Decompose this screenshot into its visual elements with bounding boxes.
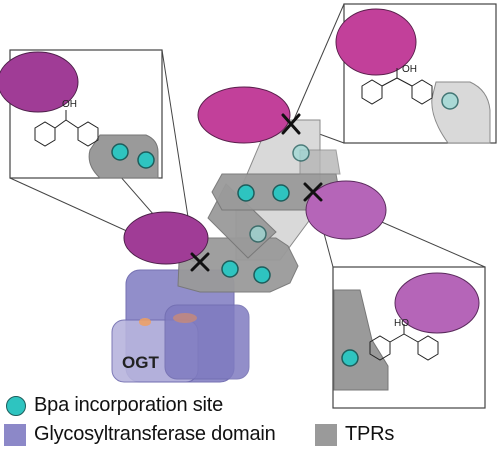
crosslink-x-icon: [190, 252, 210, 272]
bpa-site: [341, 349, 359, 367]
bpa-site: [272, 184, 290, 202]
partner-ellipse-top: [197, 86, 291, 144]
ho-label: HO: [394, 318, 409, 329]
partner-ellipse-left: [123, 211, 209, 265]
partner-ellipse-right: [305, 180, 387, 240]
legend: Bpa incorporation site Glycosyltransfera…: [0, 385, 500, 452]
inset-top-left: OH: [0, 49, 163, 179]
crosslink-x-icon: [303, 182, 323, 202]
oh-label: OH: [402, 64, 417, 75]
ogt-label: OGT: [122, 353, 159, 372]
legend-item-bpa: Bpa incorporation site: [6, 394, 223, 417]
oh-label: OH: [62, 99, 77, 110]
bpa-sites-center: [221, 144, 310, 284]
bpa-site-swatch-icon: [6, 395, 26, 416]
crosslink-x-icon: [281, 113, 301, 135]
bpa-site: [237, 184, 255, 202]
bpa-site: [137, 151, 155, 169]
crosslink-marks: [190, 113, 323, 272]
inset-top-right: OH: [335, 3, 497, 144]
bpa-site: [441, 92, 459, 110]
legend-label-glycosyltransferase: Glycosyltransferase domain: [34, 423, 276, 445]
legend-label-bpa: Bpa incorporation site: [34, 394, 224, 416]
bpa-site: [249, 225, 267, 243]
inset-bottom-right: HO: [332, 266, 486, 409]
bpa-site: [111, 143, 129, 161]
glycosyltransferase-swatch-icon: [4, 423, 26, 446]
legend-label-tprs: TPRs: [345, 423, 395, 445]
bpa-site: [221, 260, 239, 278]
legend-item-tprs: TPRs: [315, 423, 394, 446]
bpa-site: [253, 266, 271, 284]
tpr-swatch-icon: [315, 423, 337, 446]
legend-item-glycosyltransferase: Glycosyltransferase domain: [4, 423, 276, 446]
glycosyltransferase-domain: [111, 269, 250, 383]
bpa-site: [292, 144, 310, 162]
